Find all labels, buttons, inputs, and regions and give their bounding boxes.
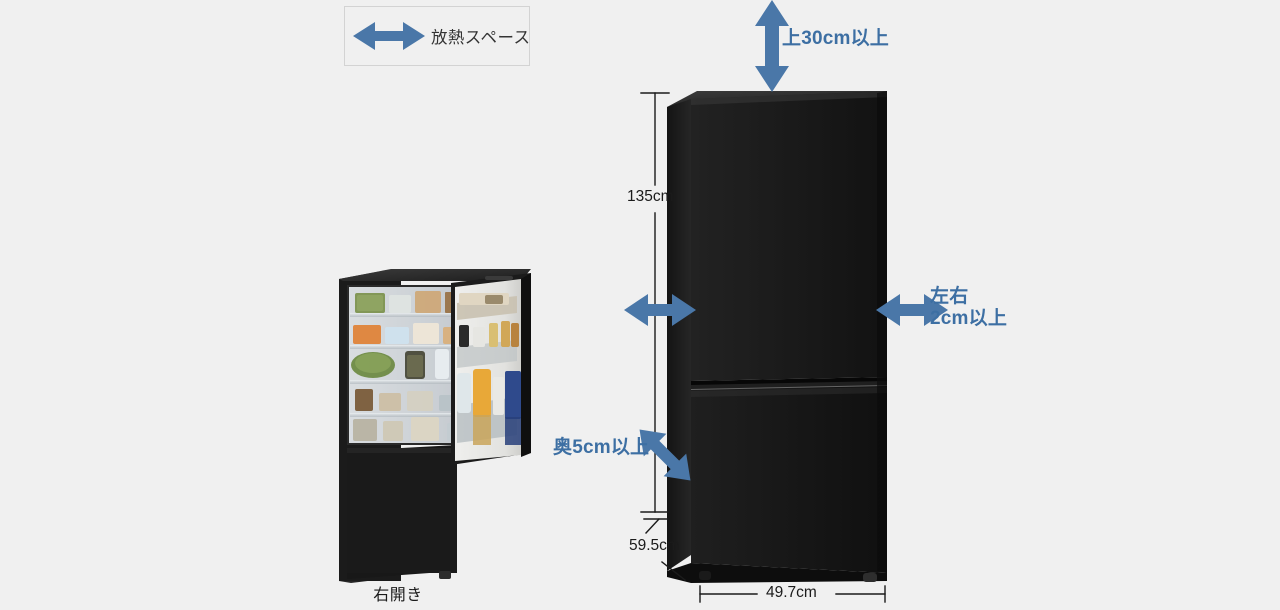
depth-clearance-arrow-icon [639,429,691,481]
left-refrigerator-image [339,269,531,583]
dimension-width-label: 49.7cm [766,584,817,601]
side-clearance-label: 左右 2cm以上 [930,286,1008,330]
legend-box: 放熱スペース [344,6,530,66]
dimension-depth-label: 59.5cm [629,537,680,554]
dimension-height-label: 135cm [627,188,674,205]
top-clearance-label: 上30cm以上 [782,28,889,49]
top-clearance-arrow-icon [755,0,789,92]
depth-clearance-label: 奥5cm以上 [553,437,650,458]
legend-double-arrow-icon [353,22,425,50]
left-product-caption: 右開き [373,587,423,604]
right-refrigerator-image [667,91,887,583]
legend-label: 放熱スペース [431,29,531,47]
left-clearance-arrow-icon [624,294,696,326]
right-clearance-arrow-icon [876,294,948,326]
